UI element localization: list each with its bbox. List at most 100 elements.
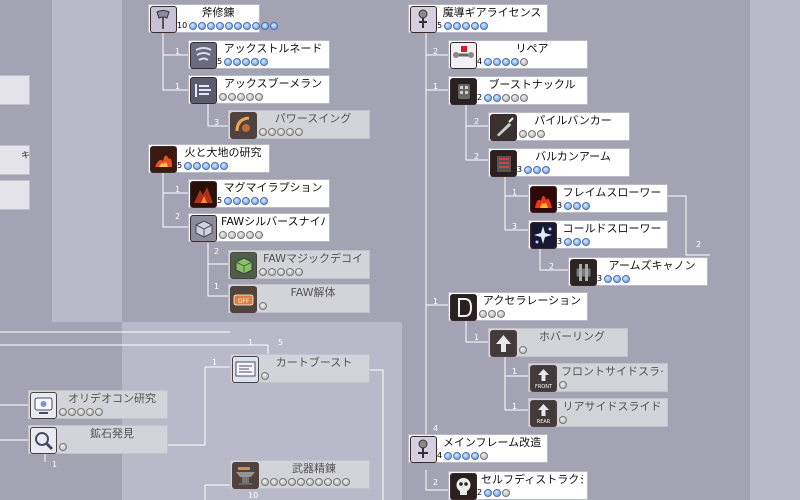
skill-pile-bunker[interactable]: パイルバンカー <box>488 112 630 141</box>
mainframe-icon <box>410 436 437 463</box>
cart-boost-icon <box>232 356 259 383</box>
skill-weapon-refine[interactable]: 武器精錬 <box>230 460 370 489</box>
skill-name: 斧修錬 <box>201 6 235 19</box>
skill-name: マグマイラプション <box>223 181 323 194</box>
level-indicator <box>217 91 264 103</box>
skill-vulcan-arm[interactable]: バルカンアーム 3 <box>488 148 630 177</box>
level-indicator: 10 <box>177 20 279 32</box>
req-level: 4 <box>433 424 439 433</box>
req-level: 3 <box>214 118 220 127</box>
level-indicator: 5 <box>217 56 269 68</box>
req-level: 1 <box>175 185 181 194</box>
level-indicator <box>57 441 68 453</box>
skill-faw-removal[interactable]: OFF FAW解体 <box>228 284 370 313</box>
silver-sniper-icon <box>190 215 217 242</box>
mado-gear-icon <box>410 6 437 33</box>
skill-rear-side-slide[interactable]: REAR リアサイドスライド <box>528 398 668 427</box>
req-level: 1 <box>175 47 181 56</box>
skill-axe-mastery[interactable]: 斧修錬 10 <box>148 4 279 33</box>
skill-name: パワースイング <box>274 112 352 125</box>
skill-boost-knuckle[interactable]: ブーストナックル 2 <box>448 76 588 105</box>
level-indicator <box>557 379 568 391</box>
req-level: 1 <box>175 82 181 91</box>
level-indicator <box>259 370 270 382</box>
skill-fire-earth-research[interactable]: 火と大地の研究 5 <box>148 144 270 173</box>
skill-power-swing[interactable]: パワースイング <box>228 110 370 139</box>
req-level: 2 <box>474 152 480 161</box>
skill-name: 鉱石発見 <box>90 427 134 440</box>
level-indicator <box>517 344 528 356</box>
skill-mado-gear-license[interactable]: 魔導ギアライセンス 5 <box>408 4 548 33</box>
skill-name: メインフレーム改造 <box>442 436 542 449</box>
req-level: 1 <box>248 338 254 347</box>
skill-name: ホバーリング <box>539 330 605 343</box>
skill-name: アックスブーメラン <box>223 77 323 90</box>
skill-axe-tornado[interactable]: アックストルネード 5 <box>188 40 330 69</box>
skill-name: FAWシルバースナイパー <box>221 215 325 228</box>
skill-faw-silver-sniper[interactable]: FAWシルバースナイパー <box>188 213 330 242</box>
req-level: 5 <box>278 338 284 347</box>
level-indicator <box>57 406 104 418</box>
req-level: 2 <box>696 240 702 249</box>
anvil-icon <box>232 462 259 489</box>
swing-icon <box>230 112 257 139</box>
req-level: 1 <box>433 297 439 306</box>
skill-cart-boost[interactable]: カートブースト <box>230 354 370 383</box>
skill-cold-thrower[interactable]: コールドスローワー 3 <box>528 220 668 249</box>
cold-icon <box>530 222 557 249</box>
ore-icon <box>30 427 57 454</box>
skill-hovering[interactable]: ホバーリング <box>488 328 628 357</box>
boomerang-icon <box>190 77 217 104</box>
left-partial-box-3[interactable] <box>0 180 30 210</box>
req-level: 1 <box>433 82 439 91</box>
skill-name: カートブースト <box>275 356 353 369</box>
repair-icon <box>450 42 477 69</box>
fire-earth-icon <box>150 146 177 173</box>
skill-name: アクセラレーション <box>482 294 582 307</box>
skill-oridecon-research[interactable]: オリデオコン研究 <box>28 390 168 419</box>
skill-axe-boomerang[interactable]: アックスブーメラン <box>188 75 330 104</box>
level-indicator: 4 <box>477 56 529 68</box>
req-level: 3 <box>512 222 518 231</box>
skill-self-destruction[interactable]: セルフディストラクション 2 <box>448 471 588 500</box>
skill-front-side-slide[interactable]: FRONT フロントサイドスライド <box>528 363 668 392</box>
svg-text:OFF: OFF <box>238 298 250 305</box>
skill-name: リアサイドスライド <box>562 400 662 413</box>
skill-faw-magic-decoy[interactable]: FAWマジックデコイ <box>228 250 370 279</box>
level-indicator: 4 <box>437 450 489 462</box>
self-destruct-icon <box>450 473 477 500</box>
level-indicator <box>557 414 568 426</box>
req-level: 2 <box>549 262 555 271</box>
left-partial-text: キ <box>21 151 31 161</box>
level-indicator <box>477 308 506 320</box>
skill-magma-eruption[interactable]: マグマイラプション 5 <box>188 179 330 208</box>
acceleration-icon <box>450 294 477 321</box>
skill-name: コールドスローワー <box>562 222 662 235</box>
skill-name: アームズキャノン <box>608 259 696 272</box>
level-indicator: 2 <box>477 487 511 499</box>
req-level: 1 <box>212 358 218 367</box>
skill-acceleration[interactable]: アクセラレーション <box>448 292 588 321</box>
skill-name: オリデオコン研究 <box>68 392 156 405</box>
skill-name: セルフディストラクション <box>481 473 583 486</box>
level-indicator <box>517 128 546 140</box>
left-partial-box-1[interactable] <box>0 75 30 105</box>
level-indicator <box>257 300 268 312</box>
req-level: 2 <box>175 212 181 221</box>
left-partial-box-2[interactable]: キ <box>0 145 30 175</box>
magma-icon <box>190 181 217 208</box>
level-indicator: 5 <box>217 195 269 207</box>
req-level: 2 <box>214 247 220 256</box>
req-level: 1 <box>512 402 518 411</box>
skill-flame-thrower[interactable]: フレイムスローワー 3 <box>528 184 668 213</box>
skill-mainframe-restructure[interactable]: メインフレーム改造 4 <box>408 434 548 463</box>
level-indicator <box>259 476 351 488</box>
tornado-icon <box>190 42 217 69</box>
off-icon: OFF <box>230 286 257 313</box>
skill-arms-cannon[interactable]: アームズキャノン 3 <box>568 257 708 286</box>
skill-repair[interactable]: リペア 4 <box>448 40 588 69</box>
skill-ore-discovery[interactable]: 鉱石発見 <box>28 425 168 454</box>
level-indicator <box>257 266 304 278</box>
magic-decoy-icon <box>230 252 257 279</box>
skill-name: アックストルネード <box>223 42 323 55</box>
